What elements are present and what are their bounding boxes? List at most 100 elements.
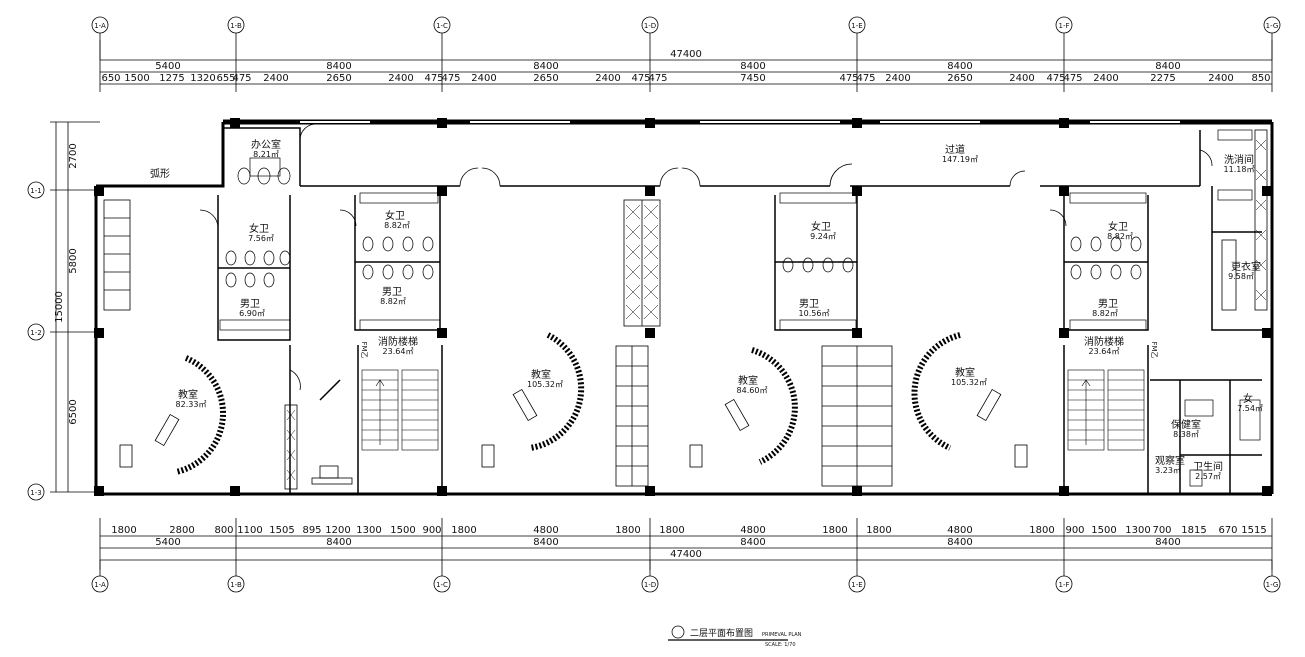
left-span-dim: 6500 bbox=[68, 399, 79, 424]
svg-text:2650: 2650 bbox=[947, 73, 972, 84]
svg-text:475: 475 bbox=[631, 73, 650, 84]
svg-text:475: 475 bbox=[232, 73, 251, 84]
left-total-dim: 15000 bbox=[54, 291, 65, 323]
door-swings bbox=[199, 123, 1213, 391]
top-total-dim: 47400 bbox=[670, 49, 702, 60]
left-axis-bubbles bbox=[27, 181, 45, 501]
svg-text:1-D: 1-D bbox=[644, 22, 656, 30]
svg-text:655: 655 bbox=[216, 73, 235, 84]
room-labels: 办公室 8.21㎡ 弧形 过道 147.19㎡ 洗消间 11.18㎡ 更衣室 9… bbox=[150, 138, 1263, 481]
bottom-span-dim: 8400 bbox=[326, 537, 351, 548]
svg-text:475: 475 bbox=[424, 73, 443, 84]
exterior-walls bbox=[94, 119, 1274, 496]
bottom-span-dim: 8400 bbox=[740, 537, 765, 548]
room-area: 8.21㎡ bbox=[253, 150, 279, 159]
room-name: 办公室 bbox=[251, 138, 281, 151]
top-span-dim: 8400 bbox=[740, 61, 765, 72]
svg-text:1300: 1300 bbox=[356, 525, 381, 536]
room-name: 女卫 bbox=[249, 222, 269, 235]
left-span-dim: 5800 bbox=[68, 248, 79, 273]
svg-text:7450: 7450 bbox=[740, 73, 765, 84]
room-area: 10.56㎡ bbox=[799, 309, 830, 318]
svg-text:700: 700 bbox=[1152, 525, 1171, 536]
svg-text:4800: 4800 bbox=[740, 525, 765, 536]
svg-text:1-A: 1-A bbox=[94, 581, 106, 589]
top-axis-bubbles bbox=[91, 16, 1281, 60]
room-name: 教室 bbox=[955, 366, 975, 379]
svg-text:1300: 1300 bbox=[1125, 525, 1150, 536]
room-name: 消防楼梯 bbox=[378, 335, 418, 348]
svg-text:475: 475 bbox=[648, 73, 667, 84]
room-name: 女卫 bbox=[1108, 220, 1128, 233]
svg-text:1-A: 1-A bbox=[94, 22, 106, 30]
svg-text:2650: 2650 bbox=[533, 73, 558, 84]
svg-text:1500: 1500 bbox=[390, 525, 415, 536]
svg-text:1100: 1100 bbox=[237, 525, 262, 536]
room-area: 82.33㎡ bbox=[176, 400, 207, 409]
room-name: 女 bbox=[1243, 392, 1253, 405]
bottom-total-dim: 47400 bbox=[670, 549, 702, 560]
svg-text:1-1: 1-1 bbox=[30, 187, 41, 195]
bottom-dimensions bbox=[99, 518, 1273, 570]
room-name: 男卫 bbox=[382, 286, 402, 298]
caption-english: PRIMEVAL PLAN bbox=[762, 632, 802, 638]
svg-text:2800: 2800 bbox=[169, 525, 194, 536]
svg-text:2400: 2400 bbox=[388, 73, 413, 84]
room-area: 23.64㎡ bbox=[1089, 347, 1120, 356]
top-span-dim: 8400 bbox=[533, 61, 558, 72]
svg-text:475: 475 bbox=[839, 73, 858, 84]
room-area: 7.54㎡ bbox=[1237, 404, 1263, 413]
svg-text:2400: 2400 bbox=[263, 73, 288, 84]
room-area: 147.19㎡ bbox=[942, 155, 978, 164]
room-area: 9.58㎡ bbox=[1228, 272, 1254, 281]
room-area: 6.90㎡ bbox=[239, 309, 265, 318]
svg-text:800: 800 bbox=[214, 525, 233, 536]
room-name: 观察室 bbox=[1155, 454, 1185, 467]
svg-text:650: 650 bbox=[101, 73, 120, 84]
svg-text:4800: 4800 bbox=[947, 525, 972, 536]
cabinet-cross-hatch bbox=[286, 139, 1267, 481]
top-span-dim: 8400 bbox=[326, 61, 351, 72]
bottom-sub-dims: 1800 2800 800 1100 1505 895 1200 1300 15… bbox=[111, 525, 1266, 536]
svg-text:1-E: 1-E bbox=[851, 22, 862, 30]
svg-text:1-B: 1-B bbox=[230, 581, 242, 589]
top-span-dim: 8400 bbox=[1155, 61, 1180, 72]
svg-text:2400: 2400 bbox=[885, 73, 910, 84]
room-name: 消防楼梯 bbox=[1084, 335, 1124, 348]
svg-text:2400: 2400 bbox=[595, 73, 620, 84]
top-axis-labels: 1-A 1-B 1-C 1-D 1-E 1-F 1-G bbox=[94, 22, 1278, 30]
room-area: 8.82㎡ bbox=[1092, 309, 1118, 318]
room-name: 卫生间 bbox=[1193, 460, 1223, 473]
svg-text:2400: 2400 bbox=[1093, 73, 1118, 84]
svg-text:475: 475 bbox=[441, 73, 460, 84]
room-area: 9.24㎡ bbox=[810, 232, 836, 241]
svg-text:475: 475 bbox=[1046, 73, 1065, 84]
room-area: 11.18㎡ bbox=[1224, 165, 1255, 174]
room-area: 105.32㎡ bbox=[951, 378, 987, 387]
svg-text:1320: 1320 bbox=[190, 73, 215, 84]
svg-text:1815: 1815 bbox=[1181, 525, 1206, 536]
room-name: 过道 bbox=[945, 143, 965, 156]
svg-text:850: 850 bbox=[1251, 73, 1270, 84]
room-area: 84.60㎡ bbox=[737, 386, 768, 395]
svg-text:1275: 1275 bbox=[159, 73, 184, 84]
svg-text:1-C: 1-C bbox=[436, 22, 448, 30]
bottom-span-dim: 8400 bbox=[947, 537, 972, 548]
interior-walls bbox=[217, 127, 1262, 494]
room-name: 教室 bbox=[178, 388, 198, 401]
svg-text:670: 670 bbox=[1218, 525, 1237, 536]
bottom-axis-bubbles bbox=[91, 560, 1281, 593]
caption-title: 二层平面布置图 bbox=[690, 627, 753, 639]
svg-text:1-C: 1-C bbox=[436, 581, 448, 589]
bottom-span-dim: 8400 bbox=[1155, 537, 1180, 548]
svg-text:1-F: 1-F bbox=[1058, 581, 1069, 589]
svg-text:1-3: 1-3 bbox=[30, 489, 41, 497]
room-name: 教室 bbox=[738, 374, 758, 387]
svg-text:2650: 2650 bbox=[326, 73, 351, 84]
svg-text:1800: 1800 bbox=[659, 525, 684, 536]
svg-text:2275: 2275 bbox=[1150, 73, 1175, 84]
svg-text:1800: 1800 bbox=[111, 525, 136, 536]
svg-text:1-2: 1-2 bbox=[30, 329, 41, 337]
drawing-caption: 二层平面布置图 PRIMEVAL PLAN SCALE: 1/70 bbox=[668, 625, 802, 648]
